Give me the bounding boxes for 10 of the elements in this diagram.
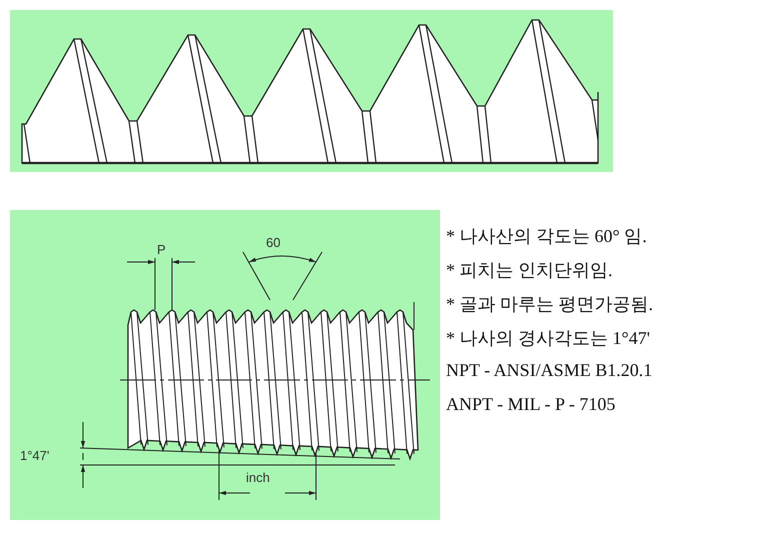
dimension-label: 60	[266, 235, 280, 250]
note-text: ANPT - MIL - P - 7105	[446, 394, 616, 415]
dimension-label: 1°47'	[20, 448, 50, 463]
note-text: * 피치는 인치단위임.	[446, 259, 612, 282]
note-text: * 나사산의 각도는 60° 임.	[446, 225, 647, 248]
note-text: * 골과 마루는 평면가공됨.	[446, 293, 653, 316]
note-text: NPT - ANSI/ASME B1.20.1	[446, 360, 652, 381]
note-text: * 나사의 경사각도는 1°47'	[446, 327, 650, 350]
dimension-label: inch	[246, 470, 270, 485]
dimension-label: P	[157, 242, 166, 257]
